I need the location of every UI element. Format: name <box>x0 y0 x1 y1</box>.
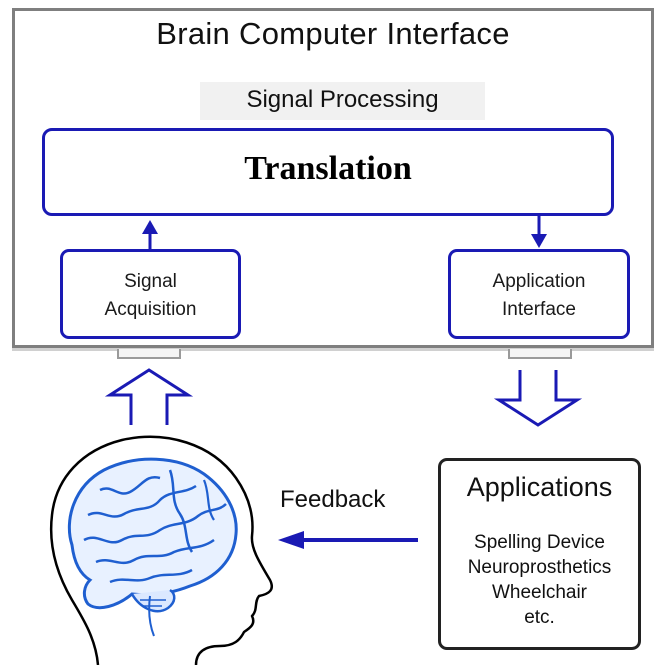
signal-acquisition-box <box>60 249 241 339</box>
application-interface-line-2: Interface <box>502 299 576 320</box>
signal-acquisition-line-1: Signal <box>124 271 177 292</box>
applications-list: Spelling Device Neuroprosthetics Wheelch… <box>438 530 641 630</box>
translation-to-interface-arrow <box>531 216 547 248</box>
acquisition-to-translation-arrow <box>142 220 158 249</box>
head-outline <box>49 435 274 665</box>
translation-label: Translation <box>244 150 412 187</box>
bci-to-applications-arrow <box>493 370 583 427</box>
application-item: etc. <box>524 607 555 628</box>
input-connector-plate <box>117 349 181 359</box>
application-item: Wheelchair <box>491 582 588 603</box>
translation-box <box>42 128 614 216</box>
output-connector-plate <box>508 349 572 359</box>
application-interface-line-1: Application <box>492 271 586 292</box>
signal-processing-band <box>200 82 485 120</box>
diagram-title: Brain Computer Interface <box>156 16 510 51</box>
applications-box <box>438 458 641 650</box>
application-item: Neuroprosthetics <box>467 557 612 578</box>
brain-icon <box>67 457 238 637</box>
applications-title: Applications <box>466 472 613 502</box>
application-item: Spelling Device <box>474 532 605 553</box>
signal-processing-label: Signal Processing <box>246 86 439 113</box>
signal-acquisition-line-2: Acquisition <box>104 299 197 320</box>
feedback-arrow <box>278 531 418 549</box>
brain-to-bci-arrow <box>104 368 194 425</box>
application-interface-label: Application Interface <box>448 268 630 324</box>
application-interface-box <box>448 249 630 339</box>
feedback-label: Feedback <box>280 486 386 513</box>
signal-acquisition-label: Signal Acquisition <box>60 268 241 324</box>
